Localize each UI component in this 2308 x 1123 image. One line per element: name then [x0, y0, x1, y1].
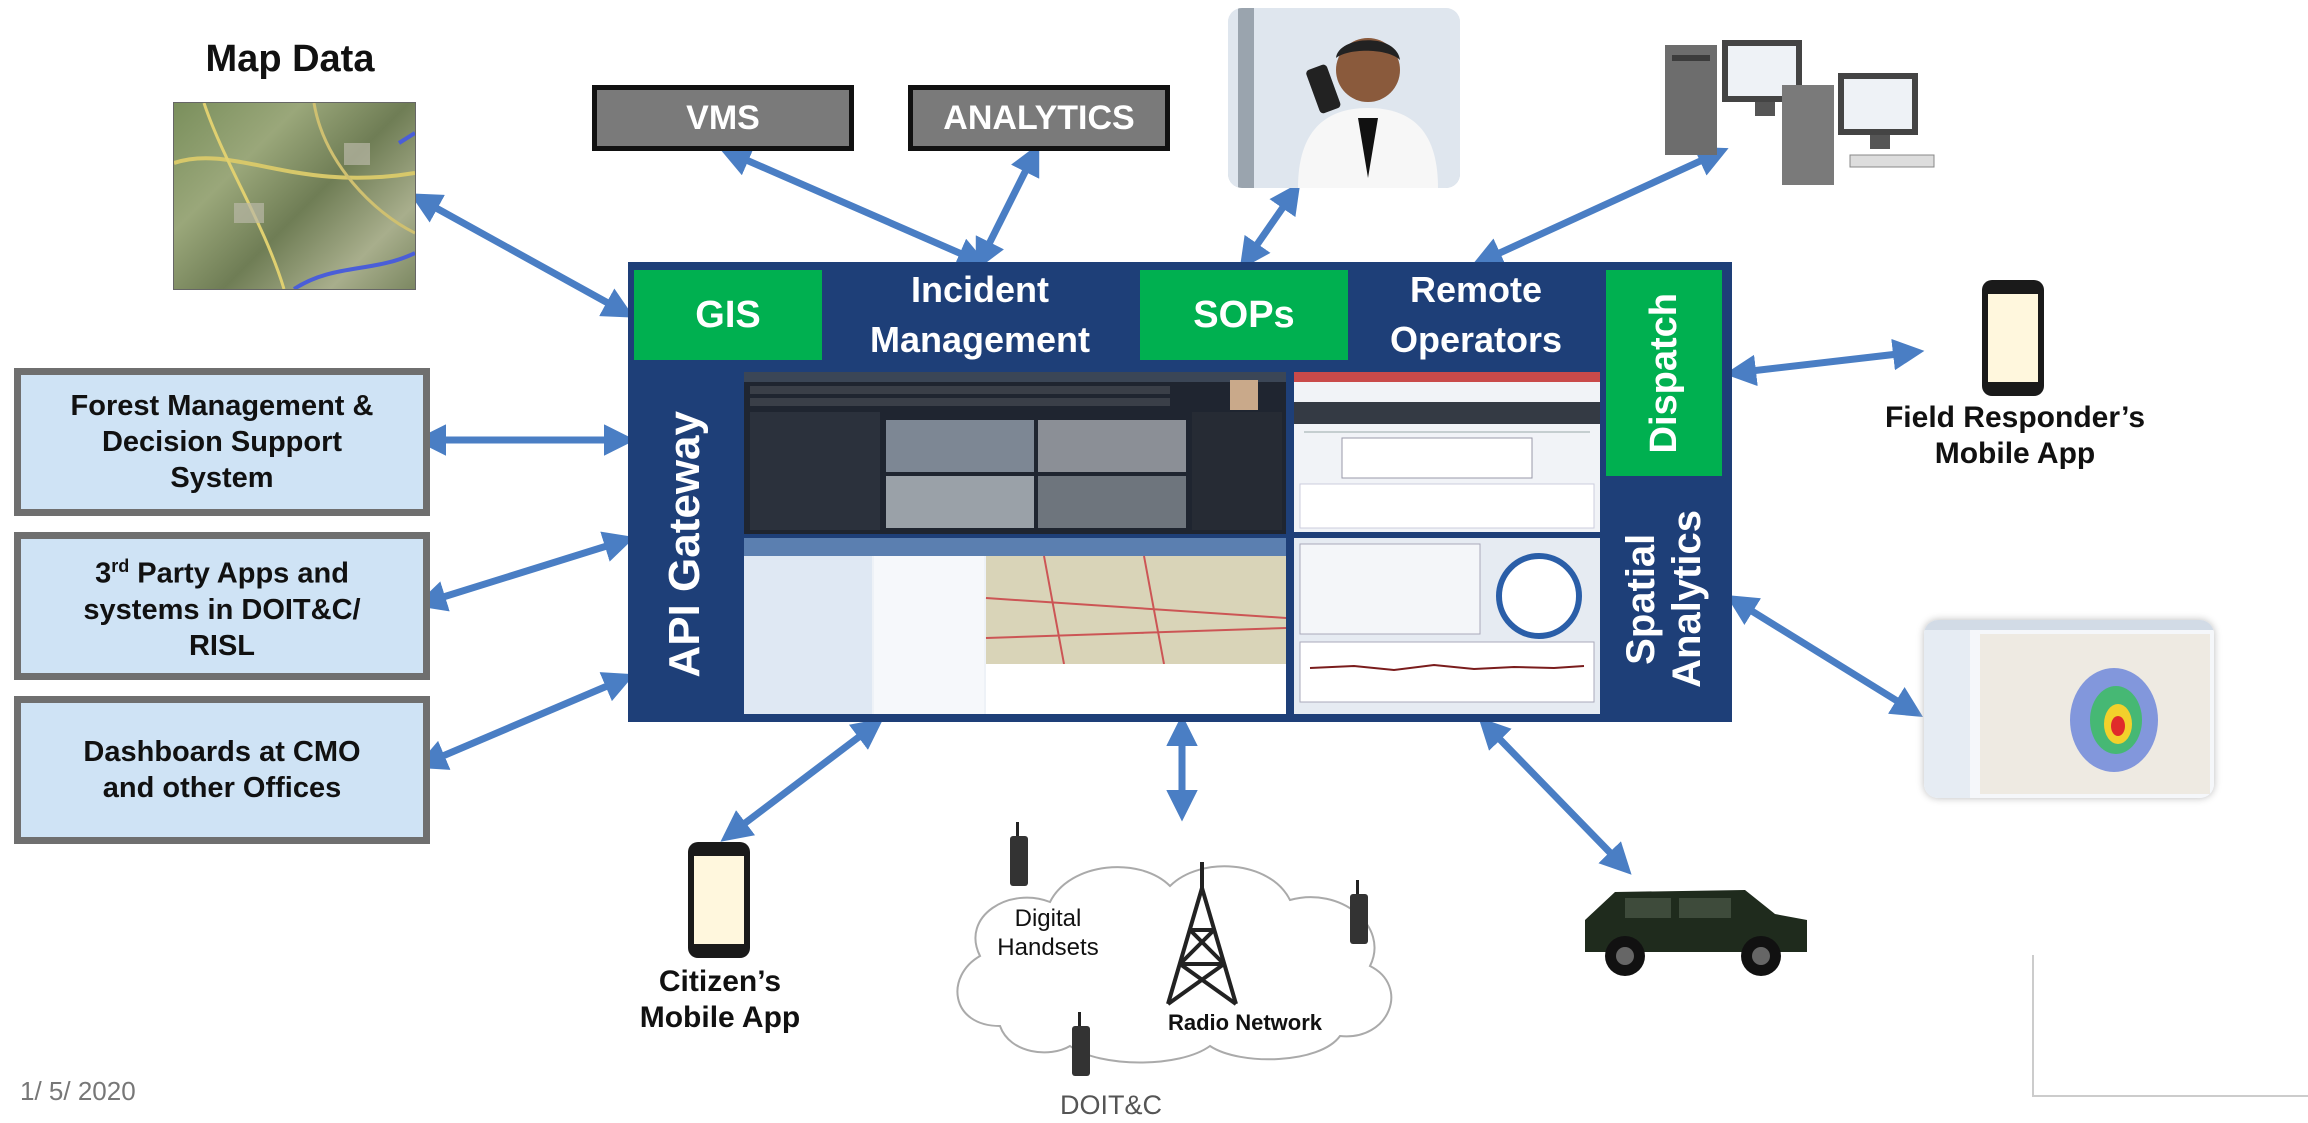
- third-party-line-1: 3rd Party Apps and: [83, 548, 360, 592]
- forest-management-box: Forest Management & Decision Support Sys…: [14, 368, 430, 516]
- handsets-line-1: Digital: [1014, 905, 1082, 932]
- gis-map-screenshot: [744, 538, 1286, 714]
- arrow-thirdparty-api: [414, 531, 636, 612]
- field-line-2: Mobile App: [1934, 437, 2096, 470]
- arrow-map-gis: [409, 193, 635, 318]
- field-line-1: Field Responder’s: [1884, 401, 2146, 434]
- gis-tile: GIS: [634, 270, 822, 360]
- third-party-num: 3: [95, 557, 112, 590]
- map-data-title: Map Data: [205, 38, 375, 80]
- field-responder-caption: Field Responder’s Mobile App: [1860, 400, 2170, 472]
- servers-icon: [1660, 25, 1960, 185]
- incident-line-2: Management: [869, 319, 1091, 360]
- security-officer-photo: [1228, 8, 1460, 188]
- forest-line-2: Decision Support: [101, 426, 343, 458]
- third-party-line-3: RISL: [188, 629, 256, 662]
- arrow-dashboards-api: [415, 672, 635, 770]
- handset-icon-left: [1008, 822, 1030, 888]
- arrow-spatial-heatmap: [1725, 595, 1924, 717]
- vms-box: VMS: [592, 85, 854, 151]
- handsets-line-2: Handsets: [997, 934, 1099, 961]
- citizen-line-1: Citizen’s: [658, 965, 782, 998]
- citizen-caption: Citizen’s Mobile App: [590, 964, 850, 1036]
- arrow-center-vehicle: [1478, 717, 1632, 875]
- citizen-phone-icon: [688, 842, 750, 958]
- map-image: [173, 102, 416, 290]
- citizen-line-2: Mobile App: [639, 1001, 801, 1034]
- forest-line-1: Forest Management &: [70, 390, 374, 422]
- incident-line-1: Incident: [910, 269, 1049, 310]
- third-party-apps-box: 3rd Party Apps and systems in DOIT&C/ RI…: [14, 532, 430, 680]
- radio-network-label: Radio Network: [1168, 1010, 1323, 1035]
- remote-line-1: Remote: [1409, 269, 1543, 310]
- arrow-servers-remote: [1471, 146, 1729, 268]
- api-gateway-tile: API Gateway: [634, 374, 736, 714]
- arrow-analytics-incident: [975, 143, 1040, 271]
- third-party-line-2: systems in DOIT&C/: [83, 593, 361, 626]
- dispatch-label: Dispatch: [1642, 292, 1685, 454]
- footer-date: 1/ 5/ 2020: [20, 1076, 136, 1106]
- remote-dashboard-screenshot: [1294, 372, 1600, 532]
- dispatch-tile: Dispatch: [1606, 270, 1722, 476]
- dashboards-line-1: Dashboards at CMO: [83, 736, 361, 768]
- third-party-sup: rd: [111, 556, 130, 577]
- third-party-rest: Party Apps and: [129, 557, 349, 590]
- arrow-center-citizen: [720, 718, 884, 842]
- weather-station-screenshot: [1294, 538, 1600, 714]
- arrow-vms-incident: [719, 146, 989, 268]
- dashboards-box: Dashboards at CMO and other Offices: [14, 696, 430, 844]
- digital-handsets-label: Digital Handsets: [978, 904, 1118, 962]
- arrow-dispatch-field: [1724, 338, 1925, 387]
- heatmap-screenshot: [1924, 620, 2214, 798]
- vehicle-icon: [1575, 880, 1815, 980]
- placeholder-frame: [2032, 955, 2308, 1097]
- spatial-line-2: Analytics: [1665, 510, 1709, 688]
- sops-tile: SOPs: [1140, 270, 1348, 360]
- radio-network-cloud: [940, 836, 1410, 1066]
- footer-org: DOIT&C: [1060, 1090, 1163, 1120]
- radio-tower-icon: [1160, 858, 1244, 1008]
- handset-icon-bottom: [1070, 1012, 1092, 1078]
- handset-icon-right: [1348, 880, 1370, 946]
- analytics-box: ANALYTICS: [908, 85, 1170, 151]
- field-responder-phone-icon: [1982, 280, 2044, 396]
- dashboards-line-2: and other Offices: [102, 772, 342, 804]
- vms-console-screenshot: [744, 372, 1286, 534]
- api-gateway-label: API Gateway: [660, 410, 709, 678]
- spatial-line-1: Spatial: [1619, 533, 1663, 665]
- arrow-officer-sops: [1239, 182, 1301, 270]
- forest-line-3: System: [170, 462, 274, 494]
- remote-line-2: Operators: [1389, 319, 1563, 360]
